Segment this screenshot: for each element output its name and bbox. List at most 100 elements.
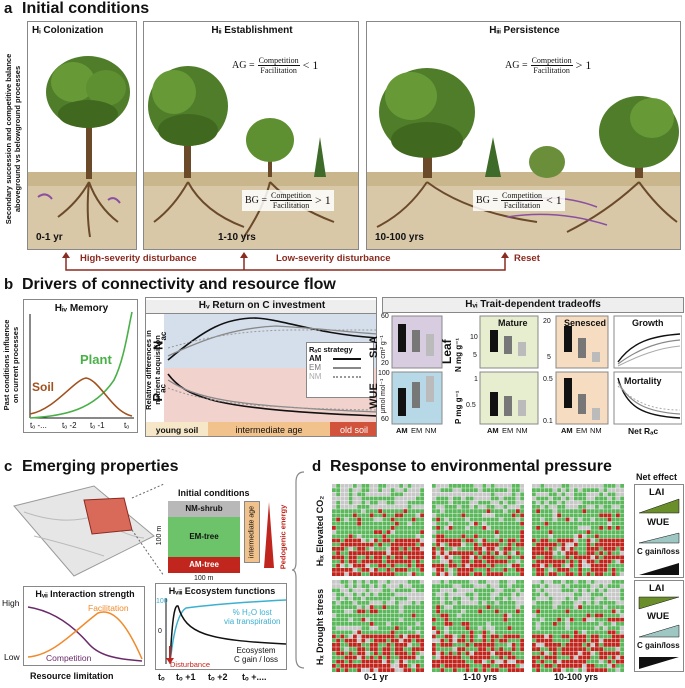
grid-cell (469, 500, 474, 505)
grid-cell (507, 496, 512, 501)
grid-cell (495, 563, 499, 568)
eco-c-label: Ecosystem C gain / loss (234, 646, 278, 664)
grid-cell (374, 651, 378, 656)
grid-cell (582, 551, 587, 555)
grid-cell (474, 622, 478, 626)
grid-cell (344, 530, 349, 534)
grid-cell (420, 547, 424, 551)
grid-cell (495, 664, 499, 668)
grid-cell (390, 505, 395, 509)
grid-cell (540, 638, 545, 643)
grid-cell (411, 505, 416, 509)
grid-cell (490, 617, 495, 622)
grid-cell (416, 664, 420, 668)
grid-cell (586, 659, 591, 664)
grid-cell (457, 659, 461, 664)
grid-cell (507, 509, 512, 513)
grid-cell (395, 605, 399, 609)
grid-cell (482, 605, 487, 609)
persistence-time: 10-100 yrs (375, 232, 424, 243)
grid-cell (569, 651, 574, 656)
grid-cell (332, 484, 336, 488)
grid-cell (582, 530, 587, 534)
grid-cell (353, 526, 357, 530)
grid-cell (361, 659, 366, 664)
grid-cell (565, 534, 570, 539)
grid-cell (611, 488, 616, 492)
grid-cell (374, 572, 378, 576)
grid-cell (390, 630, 395, 635)
grid-cell (499, 559, 503, 564)
grid-cell (357, 538, 361, 543)
grid-cell (440, 505, 445, 509)
grid-cell (520, 580, 524, 584)
grid-cell (486, 609, 491, 614)
grid-cell (453, 659, 457, 664)
bg-denominator: Facilitation (272, 201, 310, 210)
grid-cell (486, 555, 491, 560)
grid-cell (582, 513, 587, 518)
grid-cell (361, 592, 366, 597)
grid-cell (411, 651, 416, 656)
grid-cell (469, 521, 474, 526)
grid-cell (399, 664, 403, 668)
grid-cell (565, 584, 570, 588)
grid-cell (548, 664, 553, 668)
grid-cell (378, 609, 382, 614)
grid-cell (603, 622, 608, 626)
grid-cell (507, 568, 512, 572)
grid-cell (353, 509, 357, 513)
grid-cell (582, 605, 587, 609)
grid-cell (482, 601, 487, 605)
grid-cell (386, 555, 391, 560)
grid-cell (495, 492, 499, 497)
grid-cell (590, 568, 595, 572)
grid-cell (540, 659, 545, 664)
grid-cell (336, 530, 340, 534)
grid-cell (548, 588, 553, 593)
grid-cell (395, 547, 399, 551)
grid-cell (440, 630, 445, 635)
grid-cell (436, 572, 440, 576)
grid-cell (495, 655, 499, 660)
grid-cell (540, 643, 545, 647)
grid-cell (440, 659, 445, 664)
grid-cell (340, 651, 345, 656)
grid-cell (365, 484, 370, 488)
grid-cell (561, 509, 566, 513)
grid-cell (616, 551, 620, 555)
grid-cell (461, 613, 466, 618)
grid-cell (595, 530, 599, 534)
grid-cell (395, 563, 399, 568)
grid-cell (411, 584, 416, 588)
grid-cell (499, 626, 503, 630)
grid-cell (344, 613, 349, 618)
grid-cell (561, 617, 566, 622)
grid-cell (357, 592, 361, 597)
grid-cell (620, 664, 624, 668)
grid-cell (553, 530, 557, 534)
grid-cell (474, 580, 478, 584)
grid-cell (511, 500, 516, 505)
grid-cell (465, 563, 470, 568)
grid-cell (357, 551, 361, 555)
grid-cell (574, 496, 578, 501)
grid-cell (399, 622, 403, 626)
wue-label-1: WUE (647, 517, 670, 528)
grid-cell (499, 655, 503, 660)
grid-cell (599, 509, 603, 513)
grid-cell (548, 505, 553, 509)
grid-cell (332, 664, 336, 668)
grid-cell (490, 588, 495, 593)
grid-cell (578, 651, 582, 656)
grid-cell (390, 588, 395, 593)
grid-cell (340, 484, 345, 488)
grid-cell (516, 596, 520, 601)
grid-cell (482, 655, 487, 660)
grid-cell (465, 659, 470, 664)
grid-cell (474, 609, 478, 614)
grid-cell (336, 617, 340, 622)
grid-cell (557, 513, 561, 518)
grid-cell (540, 513, 545, 518)
grid-cell (420, 643, 424, 647)
